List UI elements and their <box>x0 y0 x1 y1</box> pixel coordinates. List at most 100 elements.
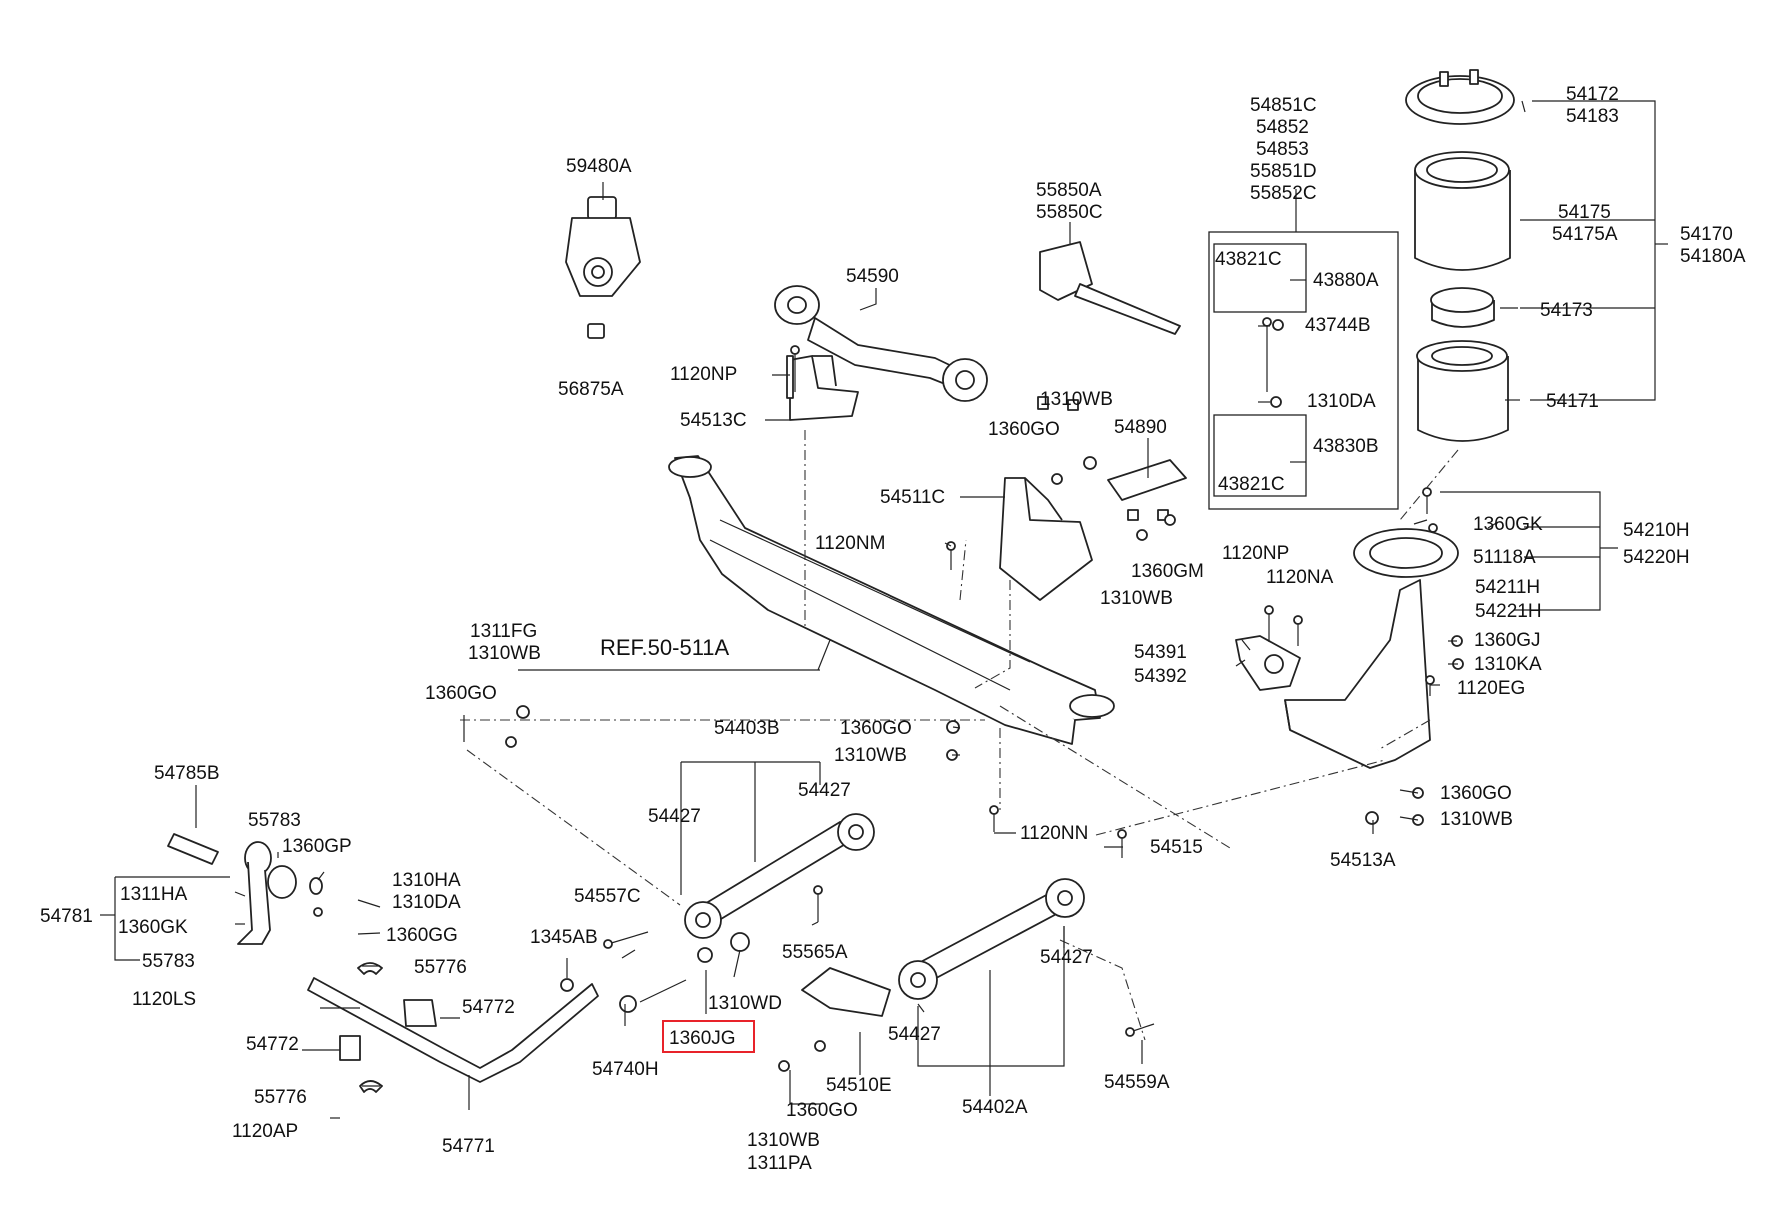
label-54852[interactable]: 54852 <box>1256 117 1309 138</box>
label-54771[interactable]: 54771 <box>442 1136 495 1157</box>
link-55850A-drawing <box>1039 241 1181 335</box>
label-54513C[interactable]: 54513C <box>680 410 747 431</box>
label-54173[interactable]: 54173 <box>1540 300 1593 321</box>
carrier-drawing <box>1284 579 1431 769</box>
label-54590[interactable]: 54590 <box>846 266 899 287</box>
ball-joint-drawing <box>565 196 641 339</box>
label-1360GP[interactable]: 1360GP <box>282 836 352 857</box>
label-43830B[interactable]: 43830B <box>1313 436 1379 457</box>
label-1360GJ[interactable]: 1360GJ <box>1474 630 1541 651</box>
label-54172[interactable]: 54172 <box>1566 84 1619 105</box>
label-1311FG[interactable]: 1311FG <box>470 621 537 642</box>
label-1360GM[interactable]: 1360GM <box>1131 561 1204 582</box>
label-1360GO-mid[interactable]: 1360GO <box>840 718 912 739</box>
label-1360GK-left[interactable]: 1360GK <box>118 917 188 938</box>
label-1120NN[interactable]: 1120NN <box>1020 823 1088 844</box>
label-1120NP-right[interactable]: 1120NP <box>1222 543 1289 564</box>
label-54175[interactable]: 54175 <box>1558 202 1611 223</box>
label-55776-top[interactable]: 55776 <box>414 957 467 978</box>
label-54740H[interactable]: 54740H <box>592 1059 659 1080</box>
label-1310WB-lowerright[interactable]: 1310WB <box>1440 809 1513 830</box>
label-1310KA[interactable]: 1310KA <box>1474 654 1542 675</box>
label-1310HA[interactable]: 1310HA <box>392 870 461 891</box>
label-1310WB-left[interactable]: 1310WB <box>468 643 541 664</box>
label-55565A[interactable]: 55565A <box>782 942 848 963</box>
label-54403B[interactable]: 54403B <box>714 718 780 739</box>
label-1310WB-bottom[interactable]: 1310WB <box>747 1130 820 1151</box>
label-1310WB-top[interactable]: 1310WB <box>1040 389 1113 410</box>
label-59480A[interactable]: 59480A <box>566 156 632 177</box>
label-54171[interactable]: 54171 <box>1546 391 1599 412</box>
label-1120NP-upper[interactable]: 1120NP <box>670 364 737 385</box>
label-1360GO-bottom[interactable]: 1360GO <box>786 1100 858 1121</box>
label-54220H[interactable]: 54220H <box>1623 547 1690 568</box>
label-54183[interactable]: 54183 <box>1566 106 1619 127</box>
label-54510E[interactable]: 54510E <box>826 1075 892 1096</box>
label-54427-bottom-left[interactable]: 54427 <box>888 1024 941 1045</box>
label-55851D[interactable]: 55851D <box>1250 161 1317 182</box>
bracket-54511C-drawing <box>999 396 1093 601</box>
label-43821C-top[interactable]: 43821C <box>1215 249 1282 270</box>
label-1360GO-lowerright[interactable]: 1360GO <box>1440 783 1512 804</box>
label-55850C[interactable]: 55850C <box>1036 202 1103 223</box>
label-55852C[interactable]: 55852C <box>1250 183 1317 204</box>
label-55776-bottom[interactable]: 55776 <box>254 1087 307 1108</box>
label-54557C[interactable]: 54557C <box>574 886 641 907</box>
label-54781[interactable]: 54781 <box>40 906 93 927</box>
stabilizer-bar-drawing <box>307 977 599 1083</box>
trailing-arm-54403B-drawing <box>684 813 875 939</box>
label-1310WD[interactable]: 1310WD <box>708 993 782 1014</box>
label-54170[interactable]: 54170 <box>1680 224 1733 245</box>
label-54211H[interactable]: 54211H <box>1475 577 1540 598</box>
label-54210H[interactable]: 54210H <box>1623 520 1690 541</box>
label-1310WB-mid[interactable]: 1310WB <box>1100 588 1173 609</box>
label-43821C-bottom[interactable]: 43821C <box>1218 474 1285 495</box>
label-1120NA[interactable]: 1120NA <box>1266 567 1334 588</box>
label-55783-bottom[interactable]: 55783 <box>142 951 195 972</box>
label-54515[interactable]: 54515 <box>1150 837 1203 858</box>
label-55850A[interactable]: 55850A <box>1036 180 1102 201</box>
label-1310DA-left[interactable]: 1310DA <box>392 892 461 913</box>
label-54175A[interactable]: 54175A <box>1552 224 1618 245</box>
label-ref-50-511A[interactable]: REF.50-511A <box>600 635 730 660</box>
label-1360GO-top[interactable]: 1360GO <box>988 419 1060 440</box>
label-54221H[interactable]: 54221H <box>1475 601 1542 622</box>
label-1120LS[interactable]: 1120LS <box>132 989 196 1010</box>
label-1311PA[interactable]: 1311PA <box>747 1153 812 1174</box>
label-51118A[interactable]: 51118A <box>1473 547 1536 568</box>
label-1310DA-right[interactable]: 1310DA <box>1307 391 1376 412</box>
label-54391[interactable]: 54391 <box>1134 642 1187 663</box>
label-54180A[interactable]: 54180A <box>1680 246 1746 267</box>
label-54392[interactable]: 54392 <box>1134 666 1187 687</box>
label-54851C[interactable]: 54851C <box>1250 95 1317 116</box>
label-54427-top-left[interactable]: 54427 <box>648 806 701 827</box>
label-43744B[interactable]: 43744B <box>1305 315 1371 336</box>
label-56875A[interactable]: 56875A <box>558 379 624 400</box>
label-54785B[interactable]: 54785B <box>154 763 220 784</box>
label-1310WB-center[interactable]: 1310WB <box>834 745 907 766</box>
label-54402A[interactable]: 54402A <box>962 1097 1028 1118</box>
label-54772-right[interactable]: 54772 <box>462 997 515 1018</box>
label-54890[interactable]: 54890 <box>1114 417 1167 438</box>
label-1360GO-left[interactable]: 1360GO <box>425 683 497 704</box>
label-1345AB[interactable]: 1345AB <box>530 927 598 948</box>
plate-54890-drawing <box>1107 459 1187 521</box>
part-labels: 59480A 56875A 54590 1120NP 54513C 55850A… <box>40 84 1746 1174</box>
label-43880A[interactable]: 43880A <box>1313 270 1379 291</box>
label-1360GK-right[interactable]: 1360GK <box>1473 514 1543 535</box>
label-54853[interactable]: 54853 <box>1256 139 1309 160</box>
label-1360JG-highlighted[interactable]: 1360JG <box>669 1028 736 1049</box>
label-54427-bottom-right[interactable]: 54427 <box>1040 947 1093 968</box>
label-1120AP[interactable]: 1120AP <box>232 1121 298 1142</box>
label-54511C[interactable]: 54511C <box>880 487 945 508</box>
label-54772-left[interactable]: 54772 <box>246 1034 299 1055</box>
label-54513A[interactable]: 54513A <box>1330 850 1396 871</box>
label-54427-top-right[interactable]: 54427 <box>798 780 851 801</box>
label-1360GG[interactable]: 1360GG <box>386 925 458 946</box>
group-boxes <box>100 100 1668 1096</box>
label-55783-top[interactable]: 55783 <box>248 810 301 831</box>
label-1311HA[interactable]: 1311HA <box>120 884 188 905</box>
label-54559A[interactable]: 54559A <box>1104 1072 1170 1093</box>
label-1120NM[interactable]: 1120NM <box>815 533 885 554</box>
label-1120EG[interactable]: 1120EG <box>1457 678 1525 699</box>
